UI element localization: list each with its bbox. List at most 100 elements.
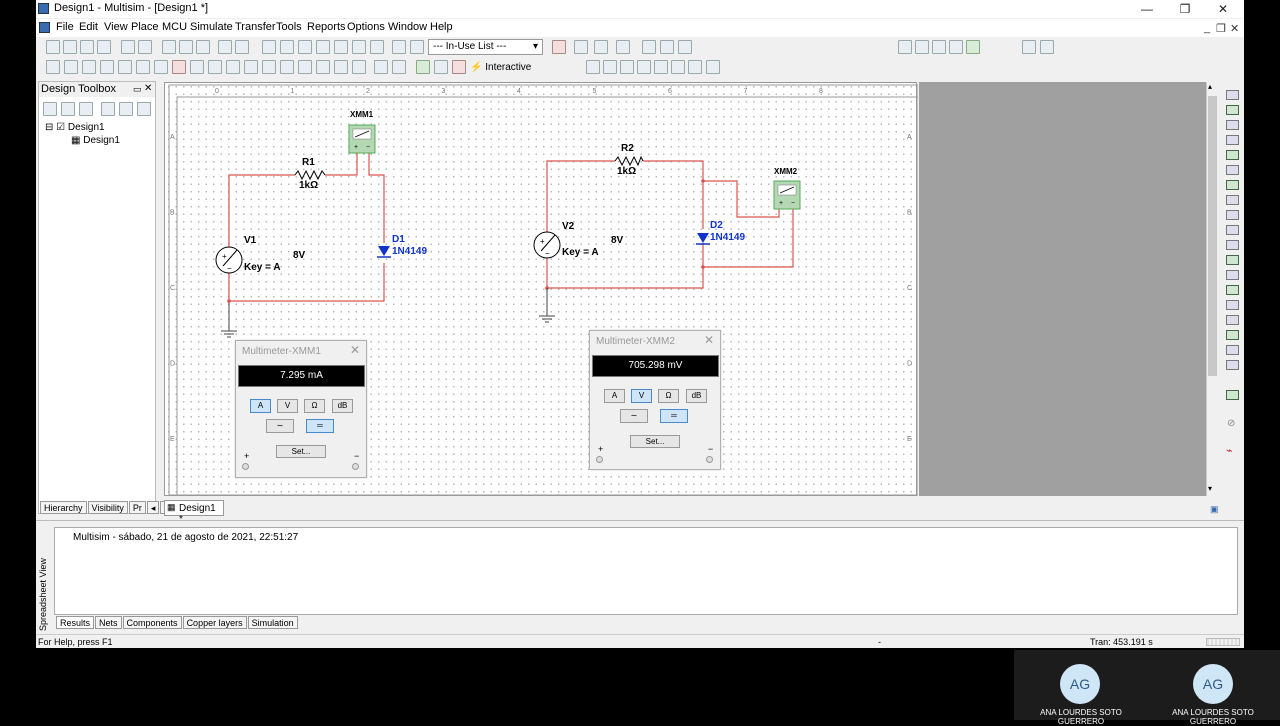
place-indicator-icon[interactable] <box>208 60 222 74</box>
multimeter-xmm2-close-icon[interactable]: ✕ <box>703 333 714 347</box>
multimeter-xmm1-close-icon[interactable]: ✕ <box>349 343 360 357</box>
xmm2-dc-button[interactable]: ═ <box>660 409 688 423</box>
multimeter-xmm1-panel[interactable]: Multimeter-XMM1 ✕ 7.295 mA A V Ω dB ∼ ═ … <box>235 340 367 478</box>
zoom-area-icon[interactable] <box>932 40 946 54</box>
place-diode-icon[interactable] <box>82 60 96 74</box>
scroll-down-icon[interactable]: ▾ <box>1208 484 1213 493</box>
undo-icon[interactable] <box>218 40 232 54</box>
menu-view[interactable]: View <box>104 21 128 33</box>
circuit2-wires[interactable] <box>546 160 794 289</box>
spectrum-analyzer-icon[interactable] <box>1226 270 1239 280</box>
tab-hierarchy[interactable]: Hierarchy <box>40 501 87 514</box>
oscilloscope-icon[interactable] <box>1226 135 1239 145</box>
resistor-r1-icon[interactable] <box>294 169 326 181</box>
probe-differential-icon[interactable] <box>637 60 651 74</box>
xmm2-decibel-button[interactable]: dB <box>686 389 707 403</box>
circuit1-wires[interactable] <box>228 151 385 302</box>
toggle-fullscreen-icon[interactable] <box>262 40 276 54</box>
tab-design1[interactable]: ▦ Design1 * <box>164 500 224 525</box>
toolbox-new-icon[interactable] <box>43 102 57 116</box>
xmm2-ohmmeter-button[interactable]: Ω <box>658 389 679 403</box>
toolbox-open-icon[interactable] <box>61 102 75 116</box>
tree-root-item[interactable]: ⊟ ☑ Design1 <box>45 122 105 133</box>
mdi-close-icon[interactable]: ✕ <box>1230 23 1240 35</box>
tab-results[interactable]: Results <box>56 616 95 629</box>
place-misc-digital-icon[interactable] <box>172 60 186 74</box>
xmm2-voltmeter-button[interactable]: V <box>631 389 652 403</box>
tab-project[interactable]: Pr <box>128 501 146 514</box>
labview-instrument-icon[interactable] <box>1226 360 1239 370</box>
align-left-icon[interactable] <box>1022 40 1036 54</box>
network-analyzer-icon[interactable] <box>1226 285 1239 295</box>
xmm1-dc-button[interactable]: ═ <box>306 419 334 433</box>
spreadsheet-pin-icon[interactable]: ▣ <box>1210 504 1219 514</box>
full-screen-icon[interactable] <box>966 40 980 54</box>
tab-scroll-left-icon[interactable]: ◂ <box>146 501 160 514</box>
tab-visibility[interactable]: Visibility <box>87 501 128 514</box>
save-icon[interactable] <box>97 40 111 54</box>
database-manager-icon[interactable] <box>352 40 366 54</box>
zoom-sheet-icon[interactable] <box>949 40 963 54</box>
wattmeter-icon[interactable] <box>1226 120 1239 130</box>
place-electromechanical-icon[interactable] <box>298 60 312 74</box>
menu-reports[interactable]: Reports <box>307 21 346 33</box>
results-pane[interactable]: Multisim - sábado, 21 de agosto de 2021,… <box>54 527 1238 615</box>
probe-power-icon[interactable] <box>620 60 634 74</box>
agilent-multimeter-icon[interactable] <box>1226 315 1239 325</box>
place-mixed-icon[interactable] <box>190 60 204 74</box>
component-wizard-icon[interactable] <box>392 40 406 54</box>
help-icon[interactable] <box>678 40 692 54</box>
place-basic-icon[interactable] <box>64 60 78 74</box>
xmm1-voltmeter-button[interactable]: V <box>277 399 298 413</box>
distortion-analyzer-icon[interactable] <box>1226 255 1239 265</box>
close-button[interactable]: ✕ <box>1217 2 1229 16</box>
ni-elvis-icon[interactable] <box>1226 390 1239 400</box>
multimeter-instrument-icon[interactable] <box>1226 90 1239 100</box>
xmm1-decibel-button[interactable]: dB <box>332 399 353 413</box>
spreadsheet-view-icon[interactable] <box>280 40 294 54</box>
menu-help[interactable]: Help <box>430 21 453 33</box>
probe-digital-icon[interactable] <box>671 60 685 74</box>
scroll-up-icon[interactable]: ▴ <box>1208 82 1213 91</box>
menu-mcu[interactable]: MCU <box>162 21 188 33</box>
probe-voltage-icon[interactable] <box>586 60 600 74</box>
source-v2-icon[interactable]: + − <box>533 231 561 259</box>
forward-annotate-icon[interactable] <box>594 40 608 54</box>
xmm1-ammeter-button[interactable]: A <box>250 399 271 413</box>
tab-copper-layers[interactable]: Copper layers <box>182 616 247 629</box>
current-clamp-icon[interactable]: ⊘ <box>1227 418 1236 429</box>
electrical-rules-icon[interactable] <box>410 40 424 54</box>
place-ni-icon[interactable] <box>316 60 330 74</box>
participant-avatar[interactable]: AG <box>1193 664 1233 704</box>
place-misc-icon[interactable] <box>244 60 258 74</box>
toolbox-save-icon[interactable] <box>79 102 93 116</box>
logic-analyzer-icon[interactable] <box>1226 225 1239 235</box>
place-rf-icon[interactable] <box>280 60 294 74</box>
place-bus-icon[interactable] <box>392 60 406 74</box>
xmm2-ac-button[interactable]: ∼ <box>620 409 648 423</box>
zoom-in-icon[interactable] <box>898 40 912 54</box>
toolbox-add-icon[interactable] <box>101 102 115 116</box>
minimize-button[interactable]: — <box>1141 2 1153 16</box>
scrollbar-thumb[interactable] <box>1208 96 1217 376</box>
multimeter-xmm2-panel[interactable]: Multimeter-XMM2 ✕ 705.298 mV A V Ω dB ∼ … <box>589 330 721 470</box>
xmm1-minus-jack-icon[interactable] <box>352 463 359 470</box>
find-examples-icon[interactable] <box>552 40 566 54</box>
redo-icon[interactable] <box>235 40 249 54</box>
xmm1-set-button[interactable]: Set... <box>276 445 326 458</box>
cut-icon[interactable] <box>162 40 176 54</box>
four-channel-oscilloscope-icon[interactable] <box>1226 150 1239 160</box>
xmm2-plus-jack-icon[interactable] <box>596 456 603 463</box>
new-file-icon[interactable] <box>46 40 60 54</box>
circuit1-ground-icon[interactable] <box>221 301 237 338</box>
agilent-oscilloscope-icon[interactable] <box>1226 330 1239 340</box>
xmm1-plus-jack-icon[interactable] <box>242 463 249 470</box>
menu-simulate[interactable]: Simulate <box>190 21 233 33</box>
place-transistor-icon[interactable] <box>100 60 114 74</box>
mdi-minimize-icon[interactable]: _ <box>1204 22 1211 34</box>
toolbox-delete-icon[interactable] <box>119 102 133 116</box>
xmm2-set-button[interactable]: Set... <box>630 435 680 448</box>
xmm2-ammeter-button[interactable]: A <box>604 389 625 403</box>
frequency-counter-icon[interactable] <box>1226 180 1239 190</box>
grapher-icon[interactable] <box>316 40 330 54</box>
